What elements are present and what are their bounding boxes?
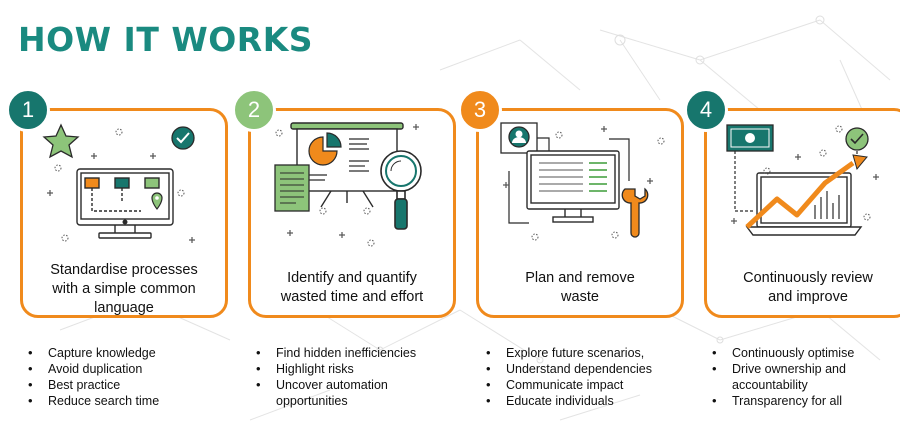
step-4-badge: 4	[684, 88, 728, 132]
list-item: Capture knowledge	[26, 345, 159, 361]
step-3-bullets: Explore future scenarios, Understand dep…	[484, 345, 652, 409]
step-card-1: Standardise processes with a simple comm…	[20, 108, 228, 318]
location-pin-icon	[151, 192, 163, 210]
list-item: Explore future scenarios,	[484, 345, 652, 361]
step-card-4: Continuously review and improve	[704, 108, 900, 318]
step-3-badge: 3	[458, 88, 502, 132]
step-4-bullets: Continuously optimise Drive ownership an…	[710, 345, 854, 409]
step-2-badge: 2	[232, 88, 276, 132]
laptop-icon	[745, 172, 863, 236]
list-item: Best practice	[26, 377, 159, 393]
monitor-icon	[76, 168, 174, 239]
monitor-list-icon	[526, 150, 620, 223]
step-card-3: Plan and remove waste	[476, 108, 684, 318]
step-1-illustration	[42, 123, 195, 243]
list-item: Continuously optimise	[710, 345, 854, 361]
step-1-badge: 1	[6, 88, 50, 132]
step-2-bullets: Find hidden inefficiencies Highlight ris…	[254, 345, 416, 409]
user-profile-icon	[500, 122, 538, 154]
wrench-icon	[621, 187, 649, 238]
list-item: Drive ownership and	[710, 361, 854, 377]
step-1-bullets: Capture knowledge Avoid duplication Best…	[26, 345, 159, 409]
check-circle-icon	[845, 127, 869, 151]
list-item: Reduce search time	[26, 393, 159, 409]
list-item: Understand dependencies	[484, 361, 652, 377]
banknote-icon	[726, 124, 774, 152]
step-3-heading: Plan and remove waste	[525, 270, 635, 305]
step-3-illustration	[500, 122, 665, 241]
magnifier-icon	[380, 150, 422, 230]
list-item: Uncover automation	[254, 377, 416, 393]
pie-chart-icon	[308, 132, 342, 166]
list-item: Educate individuals	[484, 393, 652, 409]
list-item: Avoid duplication	[26, 361, 159, 377]
document-icon	[274, 164, 310, 212]
list-item: Communicate impact	[484, 377, 652, 393]
check-circle-icon	[171, 126, 195, 150]
step-4-illustration	[726, 124, 879, 236]
list-item: Find hidden inefficiencies	[254, 345, 416, 361]
list-item: Highlight risks	[254, 361, 416, 377]
step-2-heading: Identify and quantify wasted time and ef…	[280, 270, 424, 305]
star-icon	[42, 123, 80, 159]
list-item: Transparency for all	[710, 393, 854, 409]
step-card-2: Identify and quantify wasted time and ef…	[248, 108, 456, 318]
step-4-bullet-continuation: accountability	[732, 378, 808, 392]
step-4-heading: Continuously review and improve	[743, 270, 873, 305]
step-1-heading: Standardise processes with a simple comm…	[50, 262, 198, 316]
step-2-bullet-continuation: opportunities	[276, 394, 348, 408]
page-title: HOW IT WORKS	[18, 20, 314, 59]
step-2-illustration	[274, 122, 422, 247]
trend-arrow-icon	[745, 154, 868, 229]
